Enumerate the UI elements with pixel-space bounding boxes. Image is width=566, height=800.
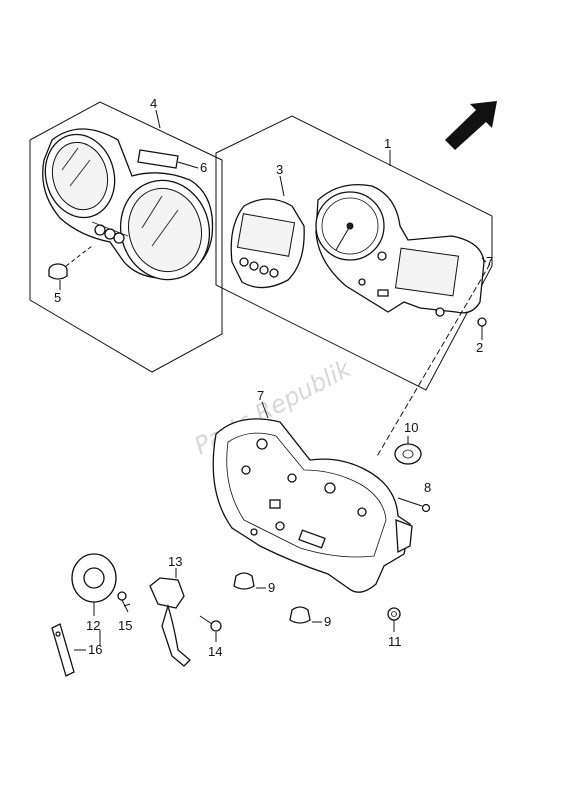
meter-case-part <box>42 128 214 281</box>
callout-10: 10 <box>404 420 418 435</box>
callout-13: 13 <box>168 554 182 569</box>
callout-1: 1 <box>384 136 391 151</box>
callout-2: 2 <box>476 340 483 355</box>
callout-5: 5 <box>54 290 61 305</box>
assembly-1-outline <box>215 115 493 391</box>
meter-assembly-part <box>315 183 485 317</box>
lcd-frame-part <box>230 198 305 289</box>
callout-9-upper: 9 <box>268 580 275 595</box>
callout-9-lower: 9 <box>324 614 331 629</box>
clamp-part <box>51 623 86 677</box>
screw-14-part <box>199 615 222 642</box>
callout-8: 8 <box>424 480 431 495</box>
screw-8-part <box>397 497 431 513</box>
socket-part <box>71 553 117 616</box>
cap-part <box>48 245 93 290</box>
label-part <box>137 149 199 169</box>
callout-12: 12 <box>86 618 100 633</box>
callout-16: 16 <box>88 642 102 657</box>
nut-part <box>387 607 401 632</box>
harness-part <box>149 568 191 667</box>
rubber-cap-9a-part <box>233 572 266 590</box>
callout-7-lower: 7 <box>257 388 264 403</box>
screw-2-part <box>477 317 487 340</box>
callout-3: 3 <box>276 162 283 177</box>
callout-14: 14 <box>208 644 222 659</box>
rubber-cap-9b-part <box>289 606 322 624</box>
lower-cover-part <box>212 418 413 593</box>
callout-4: 4 <box>150 96 157 111</box>
grommet-part <box>394 436 422 465</box>
callout-11: 11 <box>388 634 402 649</box>
assembly-4-outline <box>29 101 223 373</box>
screw-15-part <box>117 591 131 613</box>
callout-15: 15 <box>118 618 132 633</box>
front-direction-arrow-icon <box>445 101 497 150</box>
callout-7-upper: 7 <box>486 254 493 269</box>
callout-6: 6 <box>200 160 207 175</box>
